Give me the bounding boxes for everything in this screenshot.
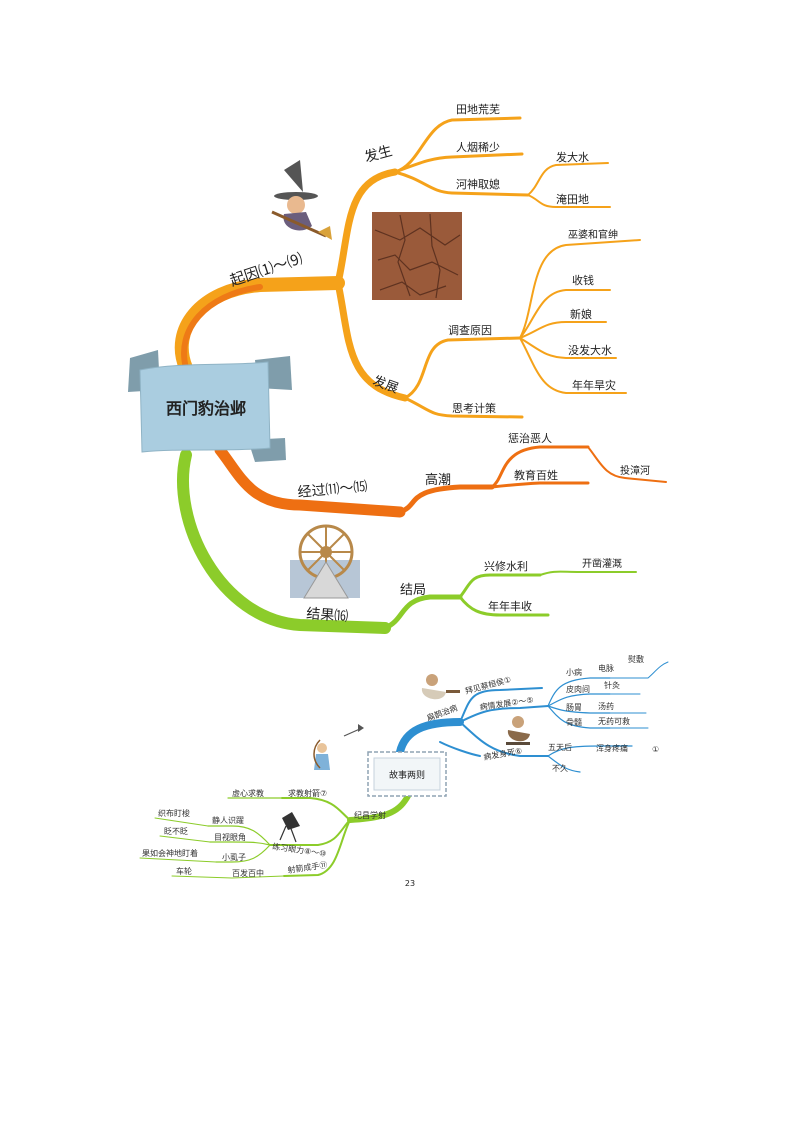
develop-plan: 思考计策 bbox=[452, 401, 496, 415]
result-sub: 开凿灌溉 bbox=[582, 557, 622, 570]
center-title: 西门豹治邺 bbox=[166, 399, 246, 418]
branch-result bbox=[177, 449, 391, 634]
occur-item-1: 田地荒芜 bbox=[456, 102, 500, 116]
archer-illustration bbox=[313, 724, 364, 770]
bianque-b1: 拜见蔡桓侯① bbox=[464, 674, 512, 696]
cure-4: 无药可救 bbox=[598, 716, 630, 726]
physician-illustration bbox=[421, 674, 460, 700]
develop-label: 发展 bbox=[371, 373, 401, 397]
process-label: 经过⑾～⒂ bbox=[297, 479, 368, 501]
climax-label: 高潮 bbox=[425, 472, 451, 488]
cure-top: 熨敷 bbox=[628, 654, 644, 664]
occur-sub-1: 发大水 bbox=[556, 150, 589, 164]
branch-cause-trunk bbox=[334, 168, 409, 402]
reason-5: 年年旱灾 bbox=[572, 378, 616, 392]
cure-3: 汤药 bbox=[598, 701, 614, 711]
occur-item-2: 人烟稀少 bbox=[456, 140, 500, 154]
waterwheel-illustration bbox=[290, 524, 360, 599]
reason-2: 收钱 bbox=[572, 273, 594, 287]
jichang-label: 纪昌学射 bbox=[354, 810, 386, 820]
reason-3: 新娘 bbox=[570, 307, 592, 321]
jichang-b2d: 车轮 bbox=[176, 866, 192, 876]
ending-label: 结局 bbox=[400, 583, 426, 598]
jichang-b3a: 百发百中 bbox=[232, 868, 264, 878]
dry-land-illustration bbox=[372, 212, 462, 300]
jichang-b2b: 目视眼角 bbox=[214, 832, 246, 842]
cure-2: 针灸 bbox=[604, 680, 620, 690]
stage-1: 小病 bbox=[566, 667, 582, 677]
map2-center-card[interactable]: 故事两则 bbox=[367, 751, 447, 797]
jichang-b2a: 静人识躍 bbox=[212, 815, 244, 825]
jichang-b2f: 眨不眨 bbox=[164, 827, 188, 836]
center-card[interactable]: 西门豹治邺 bbox=[128, 350, 292, 462]
reason-1: 巫婆和官绅 bbox=[568, 228, 618, 241]
cure-1: 电脉 bbox=[598, 663, 614, 673]
witch-illustration bbox=[271, 160, 332, 240]
result-item-2: 年年丰收 bbox=[488, 599, 532, 613]
map2-center-title: 故事两则 bbox=[389, 769, 425, 781]
stage-4: 骨髓 bbox=[566, 717, 582, 727]
branch-process bbox=[214, 444, 406, 518]
jichang-b2g: 果如会神地盯着 bbox=[142, 848, 198, 858]
jichang-b2e: 织布盯梭 bbox=[158, 808, 190, 818]
map2-branches bbox=[139, 661, 669, 879]
bianque-mark: ① bbox=[652, 745, 659, 754]
result-item-1: 兴修水利 bbox=[484, 559, 528, 573]
stage-2: 皮肉间 bbox=[566, 684, 590, 694]
bianque-b3a: 五天后 bbox=[548, 742, 572, 752]
ants-illustration bbox=[279, 812, 300, 843]
bianque-b3: 病发身死⑥ bbox=[483, 745, 523, 762]
process-item-2: 教育百姓 bbox=[514, 468, 558, 482]
occur-label: 发生 bbox=[363, 143, 394, 166]
reason-4: 没发大水 bbox=[568, 343, 612, 357]
page-number: 23 bbox=[405, 879, 415, 888]
result-label: 结果⒃ bbox=[306, 606, 349, 625]
process-item-1: 惩治恶人 bbox=[508, 431, 552, 445]
bianque-b3c: 浑身疼痛 bbox=[596, 743, 628, 753]
map1-branches bbox=[174, 116, 667, 634]
branch-cause bbox=[174, 276, 345, 375]
process-sub: 投漳河 bbox=[620, 464, 650, 477]
jichang-b2c: 小虱子 bbox=[222, 853, 246, 862]
patient-illustration bbox=[506, 716, 530, 745]
occur-item-3: 河神取媳 bbox=[456, 177, 500, 191]
bianque-b3b: 不久 bbox=[552, 763, 568, 773]
jichang-b1: 求教射箭⑦ bbox=[288, 788, 327, 798]
develop-investigate: 调查原因 bbox=[448, 323, 492, 337]
occur-sub-2: 淹田地 bbox=[556, 193, 589, 206]
jichang-b2: 练习眼力⑧～⑩ bbox=[272, 841, 327, 858]
jichang-b1a: 虚心求教 bbox=[232, 788, 264, 798]
stage-3: 肠胃 bbox=[566, 703, 582, 712]
